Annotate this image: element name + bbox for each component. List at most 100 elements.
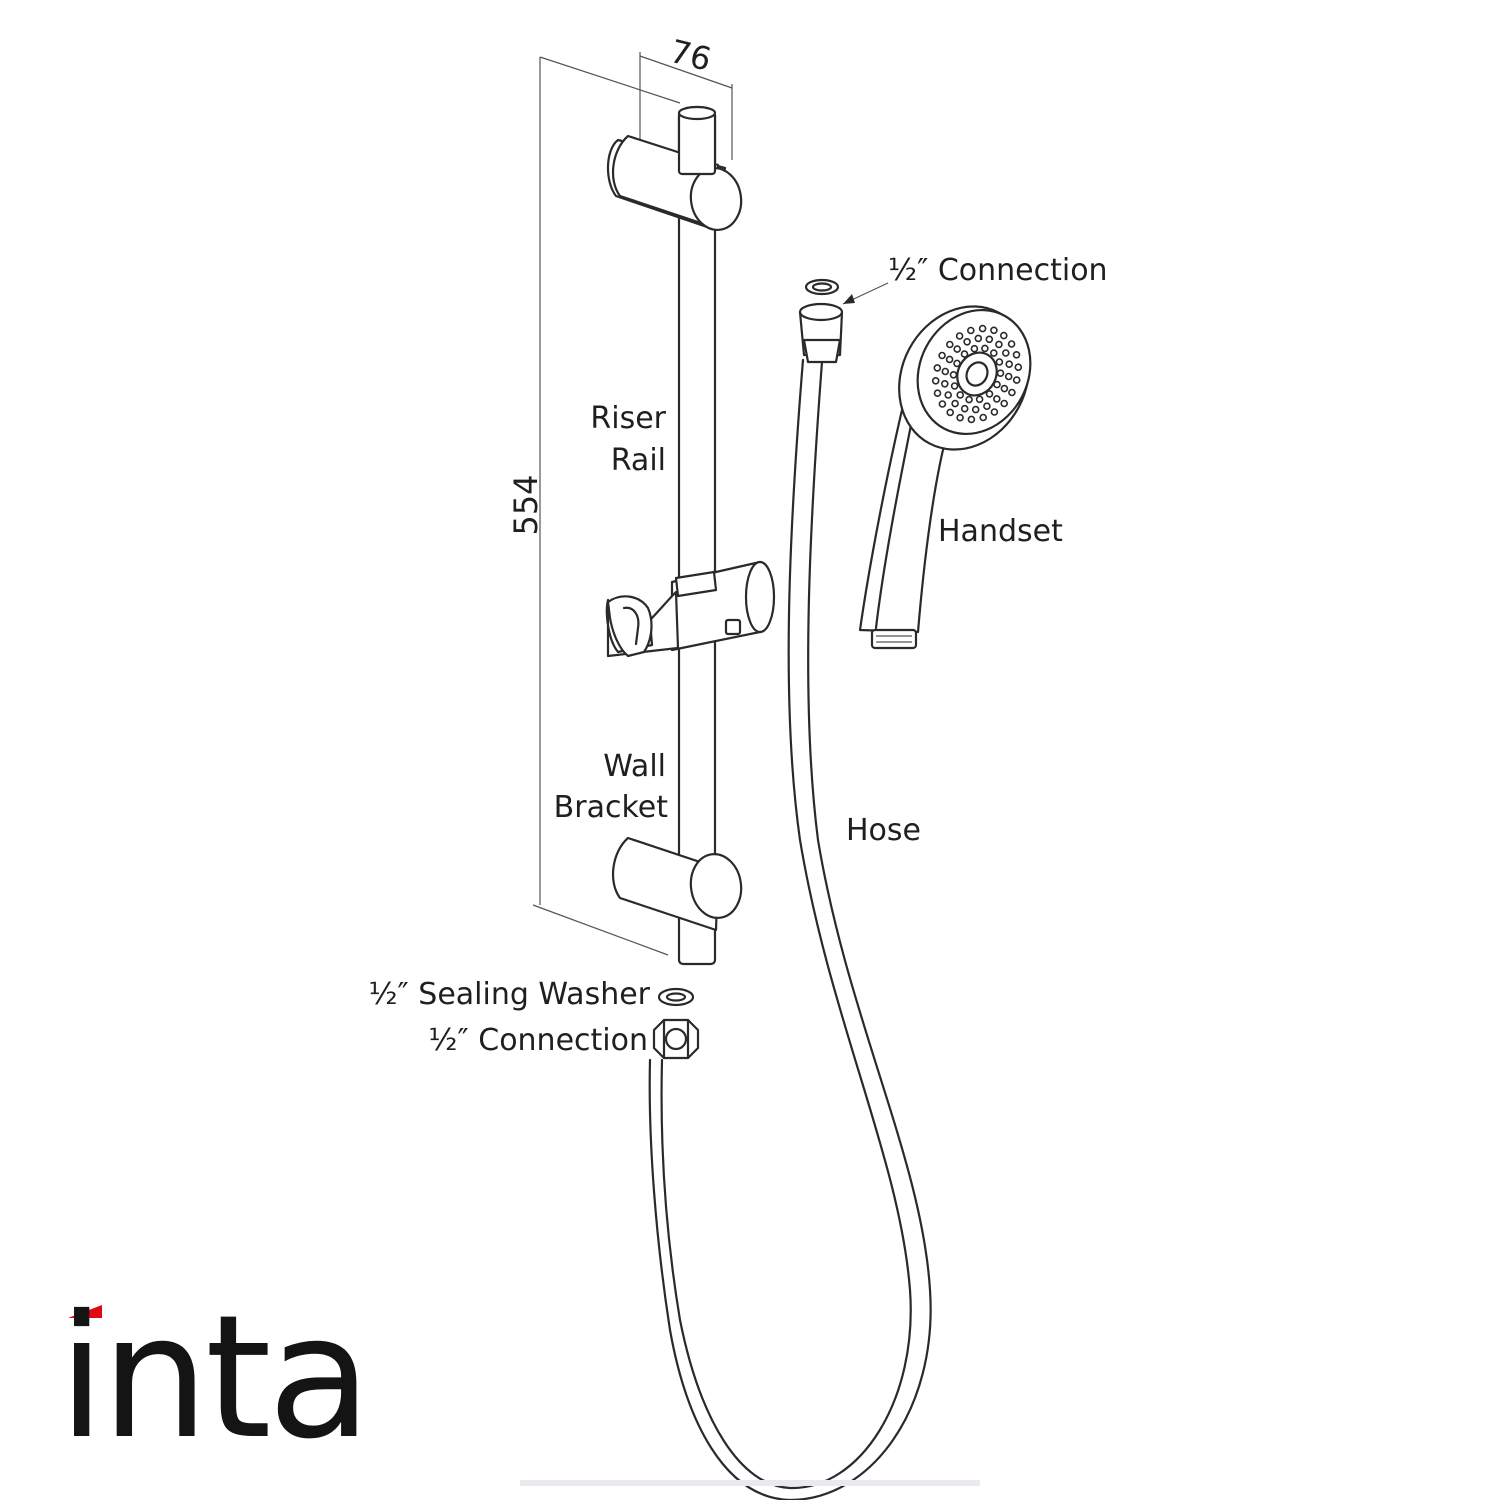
dimension-lines: 76 554 — [507, 32, 733, 956]
hose-label: Hose — [846, 813, 921, 848]
bottom-hose-connector — [652, 987, 700, 1060]
nozzle-dot — [949, 370, 958, 379]
nozzle-dot — [950, 382, 959, 390]
rail-top-cap-front — [677, 105, 717, 121]
nozzle-dot — [990, 408, 999, 416]
nozzle-dot — [1000, 399, 1009, 408]
slider-end-cap — [744, 560, 776, 634]
nozzle-dot — [983, 402, 991, 411]
nozzle-dot — [1014, 363, 1023, 372]
slider-screw — [724, 618, 742, 636]
nozzle-dot — [1007, 340, 1016, 348]
top-wall-bracket — [606, 105, 743, 231]
nozzle-dot — [999, 331, 1008, 340]
hose — [648, 358, 932, 1502]
nozzle-dot — [1004, 372, 1013, 381]
width-dimension-line — [639, 55, 733, 89]
nozzle-dot — [940, 379, 949, 388]
handset-handle-edge — [874, 418, 914, 630]
hex-nut-bore — [664, 1027, 688, 1051]
handset-handle — [858, 408, 950, 634]
nozzle-dot — [989, 349, 998, 357]
height-extension-top — [539, 56, 681, 104]
nozzle-dot — [966, 326, 975, 335]
floor-shadow — [520, 1480, 980, 1486]
nozzle-dot — [944, 391, 953, 399]
bottom-sealing-washer — [657, 987, 695, 1007]
nozzle-dot — [946, 408, 955, 417]
nozzle-dot — [933, 364, 942, 372]
nozzle-dot — [941, 367, 950, 376]
handset — [858, 305, 1032, 650]
nozzle-dot — [951, 399, 959, 408]
nozzle-dot — [960, 350, 969, 358]
holder-clip-slot — [622, 606, 640, 646]
riser-rail-label-line1: Riser — [590, 401, 666, 436]
nozzle-dot — [985, 390, 994, 398]
nozzle-dot — [995, 340, 1003, 349]
slider-holder — [605, 560, 776, 658]
hose-inner-line — [648, 360, 932, 1502]
nozzle-dot — [971, 405, 980, 414]
nozzle-dot — [956, 391, 965, 399]
top-sealing-washer — [804, 278, 840, 296]
nozzle-dot — [985, 335, 994, 344]
top-hose-connector — [798, 278, 889, 364]
nozzle-dot — [992, 395, 1001, 403]
top-connector-rim — [798, 302, 844, 322]
bottom-washer-hole — [665, 992, 687, 1002]
nozzle-dot — [974, 334, 983, 343]
nozzle-dot — [1001, 349, 1010, 357]
nozzle-dot — [1005, 360, 1014, 369]
rail-tube — [677, 110, 717, 966]
top-connection-label: ½″ Connection — [888, 253, 1108, 288]
bottom-connection-label: ½″ Connection — [428, 1023, 648, 1058]
inta-logo: inta — [58, 1279, 372, 1477]
handset-nozzles — [931, 324, 1023, 424]
nozzle-dot — [978, 324, 987, 333]
nozzle-dot — [960, 404, 969, 413]
nozzle-dot — [953, 345, 962, 353]
nozzle-dot — [1008, 388, 1016, 397]
slider-top-band — [674, 570, 718, 598]
nozzle-dot — [996, 369, 1005, 378]
holder-clip — [606, 595, 653, 658]
nozzle-dot — [970, 344, 979, 353]
wall-bracket-label-line1: Wall — [603, 749, 666, 784]
nozzle-dot — [967, 415, 976, 424]
nozzle-dot — [938, 400, 947, 408]
riser-rail-label-line2: Rail — [611, 443, 666, 478]
nozzle-dot — [965, 395, 973, 404]
bottom-bracket-end-cap — [689, 853, 743, 919]
nozzle-dot — [933, 389, 942, 398]
nozzle-dot — [1012, 376, 1021, 384]
top-connection-arrowhead — [843, 294, 855, 304]
nozzle-dot — [945, 355, 954, 364]
logo-text: inta — [58, 1279, 368, 1477]
riser-rail — [677, 105, 717, 966]
handset-label: Handset — [938, 514, 1063, 549]
nozzle-dot — [953, 359, 961, 368]
nozzle-dot — [981, 344, 989, 353]
nozzle-dot — [979, 413, 988, 422]
sealing-washer-label: ½″ Sealing Washer — [368, 977, 650, 1012]
height-dimension-label: 554 — [507, 474, 545, 535]
top-washer-hole — [811, 282, 833, 292]
nozzle-dot — [995, 358, 1004, 366]
nozzle-dot — [945, 340, 954, 349]
bottom-wall-bracket — [612, 836, 743, 932]
logo-accent-mark — [68, 1305, 102, 1318]
top-connector-collar — [802, 338, 842, 364]
bottom-hex-nut — [652, 1018, 700, 1060]
wall-bracket-label-line2: Bracket — [554, 790, 669, 825]
bottom-bracket-arm — [612, 836, 720, 932]
handset-thread — [870, 628, 918, 650]
nozzle-dot — [956, 413, 964, 422]
nozzle-dot — [993, 380, 1001, 389]
rail-top-stub — [677, 110, 717, 176]
nozzle-dot — [1012, 350, 1021, 359]
nozzle-dot — [975, 395, 984, 404]
hose-outer-line — [660, 358, 912, 1490]
